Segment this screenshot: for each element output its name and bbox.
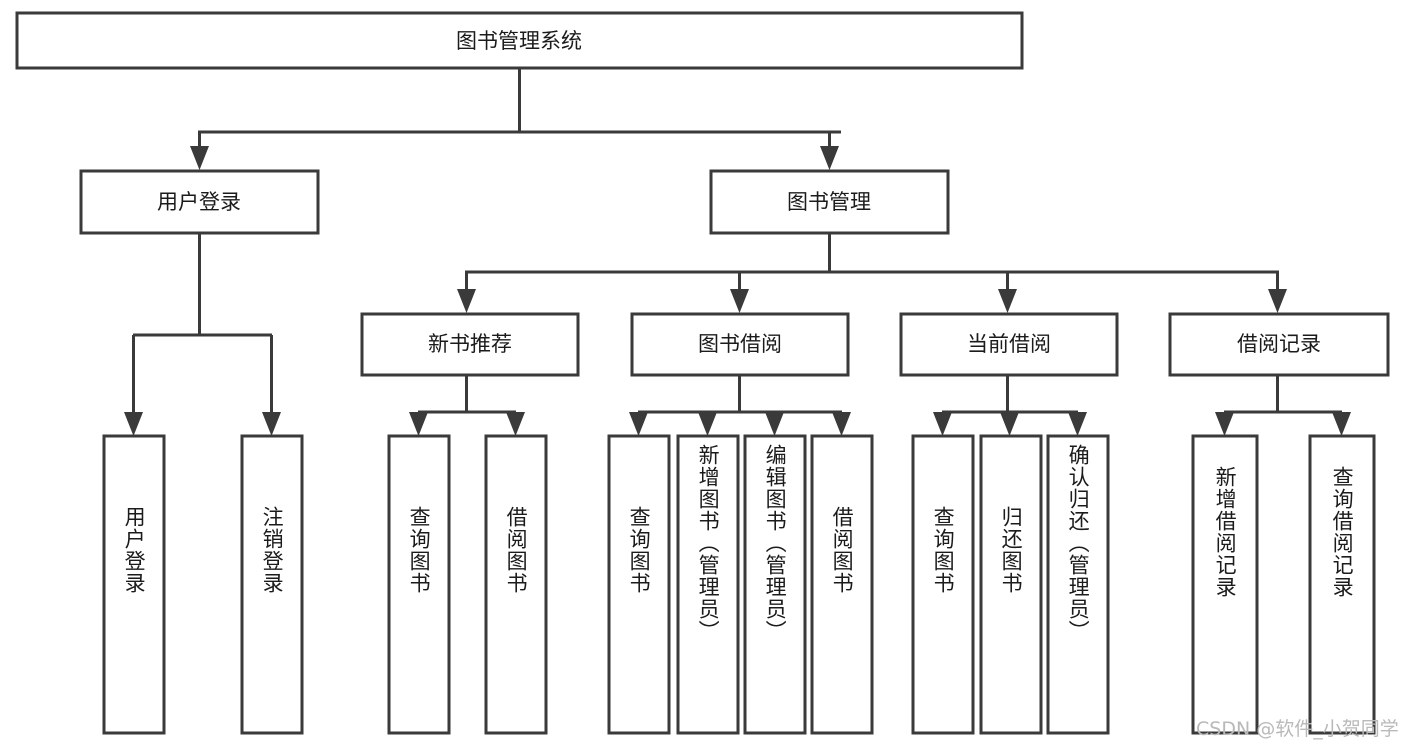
leaf-box-borrow-book-2[interactable] bbox=[810, 434, 874, 735]
leaf-box-add-record[interactable] bbox=[1191, 434, 1259, 735]
node-book-manage[interactable]: 图书管理 bbox=[709, 169, 950, 235]
arrow-head-icon bbox=[506, 412, 525, 436]
arrow-head-icon bbox=[1332, 412, 1351, 436]
node-book-borrow[interactable]: 图书借阅 bbox=[630, 312, 850, 377]
leaf-box-query-book-3[interactable] bbox=[911, 434, 975, 735]
arrow-head-icon bbox=[832, 412, 851, 436]
node-user-login[interactable]: 用户登录 bbox=[79, 169, 320, 235]
connector-bookmanage-to-level3 bbox=[457, 234, 1287, 313]
arrow-head-icon bbox=[124, 412, 143, 436]
node-root[interactable]: 图书管理系统 bbox=[15, 11, 1024, 70]
arrow-head-icon bbox=[730, 289, 749, 313]
arrow-head-icon bbox=[933, 412, 952, 436]
leaf-box-borrow-book-1[interactable] bbox=[484, 434, 548, 735]
arrow-head-icon bbox=[1068, 412, 1087, 436]
connector-currentborrow-to-leaves bbox=[933, 376, 1087, 436]
node-root-label: 图书管理系统 bbox=[456, 29, 582, 53]
arrow-head-icon bbox=[1000, 412, 1019, 436]
leaf-box-query-book-1[interactable] bbox=[387, 434, 451, 735]
node-new-book-recommend[interactable]: 新书推荐 bbox=[360, 312, 580, 377]
arrow-head-icon bbox=[1215, 412, 1234, 436]
leaf-box-add-book[interactable] bbox=[676, 434, 740, 735]
connector-root-to-level2 bbox=[190, 68, 841, 170]
leaf-box-edit-book[interactable] bbox=[743, 434, 807, 735]
arrow-head-icon bbox=[1268, 289, 1287, 313]
arrow-head-icon bbox=[190, 146, 209, 170]
node-user-login-label: 用户登录 bbox=[157, 190, 241, 214]
arrow-head-icon bbox=[998, 289, 1017, 313]
leaf-box-user-login[interactable] bbox=[102, 434, 166, 735]
connector-borrowrecord-to-leaves bbox=[1215, 376, 1351, 436]
arrow-head-icon bbox=[765, 412, 784, 436]
node-borrow-record-label: 借阅记录 bbox=[1237, 332, 1321, 356]
node-book-manage-label: 图书管理 bbox=[787, 190, 871, 214]
leaf-box-confirm-return[interactable] bbox=[1046, 434, 1110, 735]
node-new-book-recommend-label: 新书推荐 bbox=[428, 332, 512, 356]
arrow-head-icon bbox=[262, 412, 281, 436]
leaf-box-return-book[interactable] bbox=[979, 434, 1043, 735]
arrow-head-icon bbox=[457, 289, 476, 313]
connector-bookborrow-to-leaves bbox=[629, 376, 851, 436]
connector-newbook-to-leaves bbox=[409, 376, 525, 436]
node-book-borrow-label: 图书借阅 bbox=[698, 332, 782, 356]
arrow-head-icon bbox=[820, 146, 839, 170]
arrow-head-icon bbox=[629, 412, 648, 436]
arrow-head-icon bbox=[409, 412, 428, 436]
node-current-borrow[interactable]: 当前借阅 bbox=[899, 312, 1119, 377]
node-current-borrow-label: 当前借阅 bbox=[967, 332, 1051, 356]
leaf-box-query-book-2[interactable] bbox=[607, 434, 671, 735]
node-borrow-record[interactable]: 借阅记录 bbox=[1168, 312, 1390, 377]
leaf-box-logout-login[interactable] bbox=[240, 434, 304, 735]
leaf-box-query-record[interactable] bbox=[1308, 434, 1376, 735]
arrow-head-icon bbox=[698, 412, 717, 436]
connector-userlogin-to-leaves bbox=[124, 234, 281, 436]
